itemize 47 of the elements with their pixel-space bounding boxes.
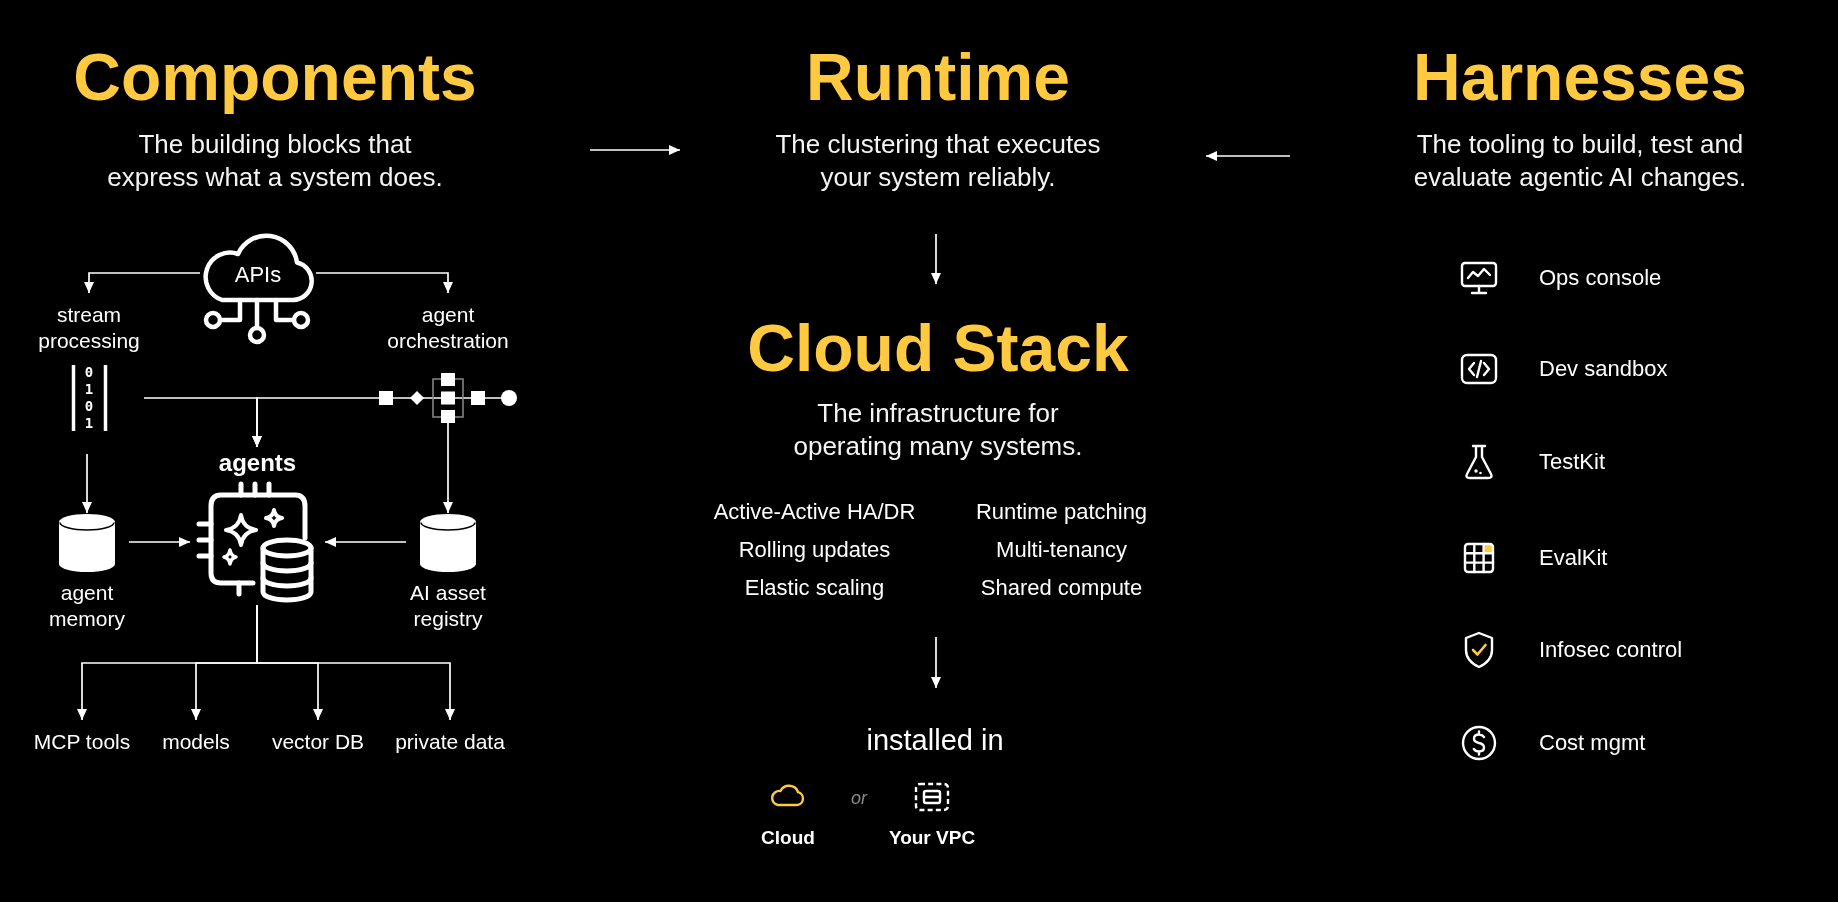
component-label: vector DB: [271, 730, 365, 754]
arrow: [315, 272, 453, 294]
arrow: [589, 145, 681, 155]
section-description: The tooling to build, test and evaluate agentic AI changes.: [1412, 127, 1748, 194]
tool-label: EvalKit: [1539, 545, 1608, 571]
arrow: [256, 604, 455, 721]
binary-digits: 0 1 0 1: [83, 364, 95, 432]
section-title: Runtime: [806, 41, 1070, 114]
component-label: AI asset registry: [409, 580, 487, 632]
feature-item: Shared compute: [980, 573, 1143, 602]
arrow: [1205, 151, 1291, 161]
section-title: Components: [73, 41, 477, 114]
separator-text: or: [851, 787, 867, 809]
arrow: [252, 397, 379, 448]
tool-label: Ops console: [1539, 265, 1662, 291]
component-label: stream processing: [37, 302, 141, 354]
component-label: agent orchestration: [386, 302, 510, 354]
arrow: [324, 537, 407, 547]
component-label: MCP tools: [33, 730, 131, 754]
section-title: Cloud Stack: [747, 312, 1129, 385]
feature-item: Elastic scaling: [744, 573, 885, 602]
arrow: [84, 272, 201, 294]
arrow: [931, 636, 941, 689]
feature-item: Runtime patching: [975, 497, 1148, 526]
component-label: APIs: [233, 262, 283, 288]
section-title: Harnesses: [1413, 41, 1747, 114]
option-label: Your VPC: [888, 825, 976, 849]
tool-label: TestKit: [1539, 449, 1606, 475]
arrow: [931, 233, 941, 285]
component-label: agents: [218, 449, 297, 477]
feature-item: Multi-tenancy: [996, 535, 1127, 564]
component-label: models: [162, 730, 230, 754]
feature-item: Active-Active HA/DR: [713, 497, 916, 526]
section-description: The infrastructure for operating many systems.: [792, 396, 1084, 463]
tool-label: Infosec control: [1539, 637, 1683, 663]
section-description: The building blocks that express what a system does.: [106, 127, 444, 194]
tool-label: Dev sandbox: [1539, 356, 1668, 382]
section-label: installed in: [866, 724, 1004, 756]
option-label: Cloud: [761, 825, 815, 849]
arrow: [82, 453, 92, 514]
component-label: private data: [395, 730, 505, 754]
section-description: The clustering that executes your system reliably.: [774, 127, 1102, 194]
feature-item: Rolling updates: [738, 535, 891, 564]
arrow: [128, 537, 191, 547]
component-label: agent memory: [48, 580, 126, 632]
arrow: [443, 422, 453, 514]
tool-label: Cost mgmt: [1539, 730, 1646, 756]
